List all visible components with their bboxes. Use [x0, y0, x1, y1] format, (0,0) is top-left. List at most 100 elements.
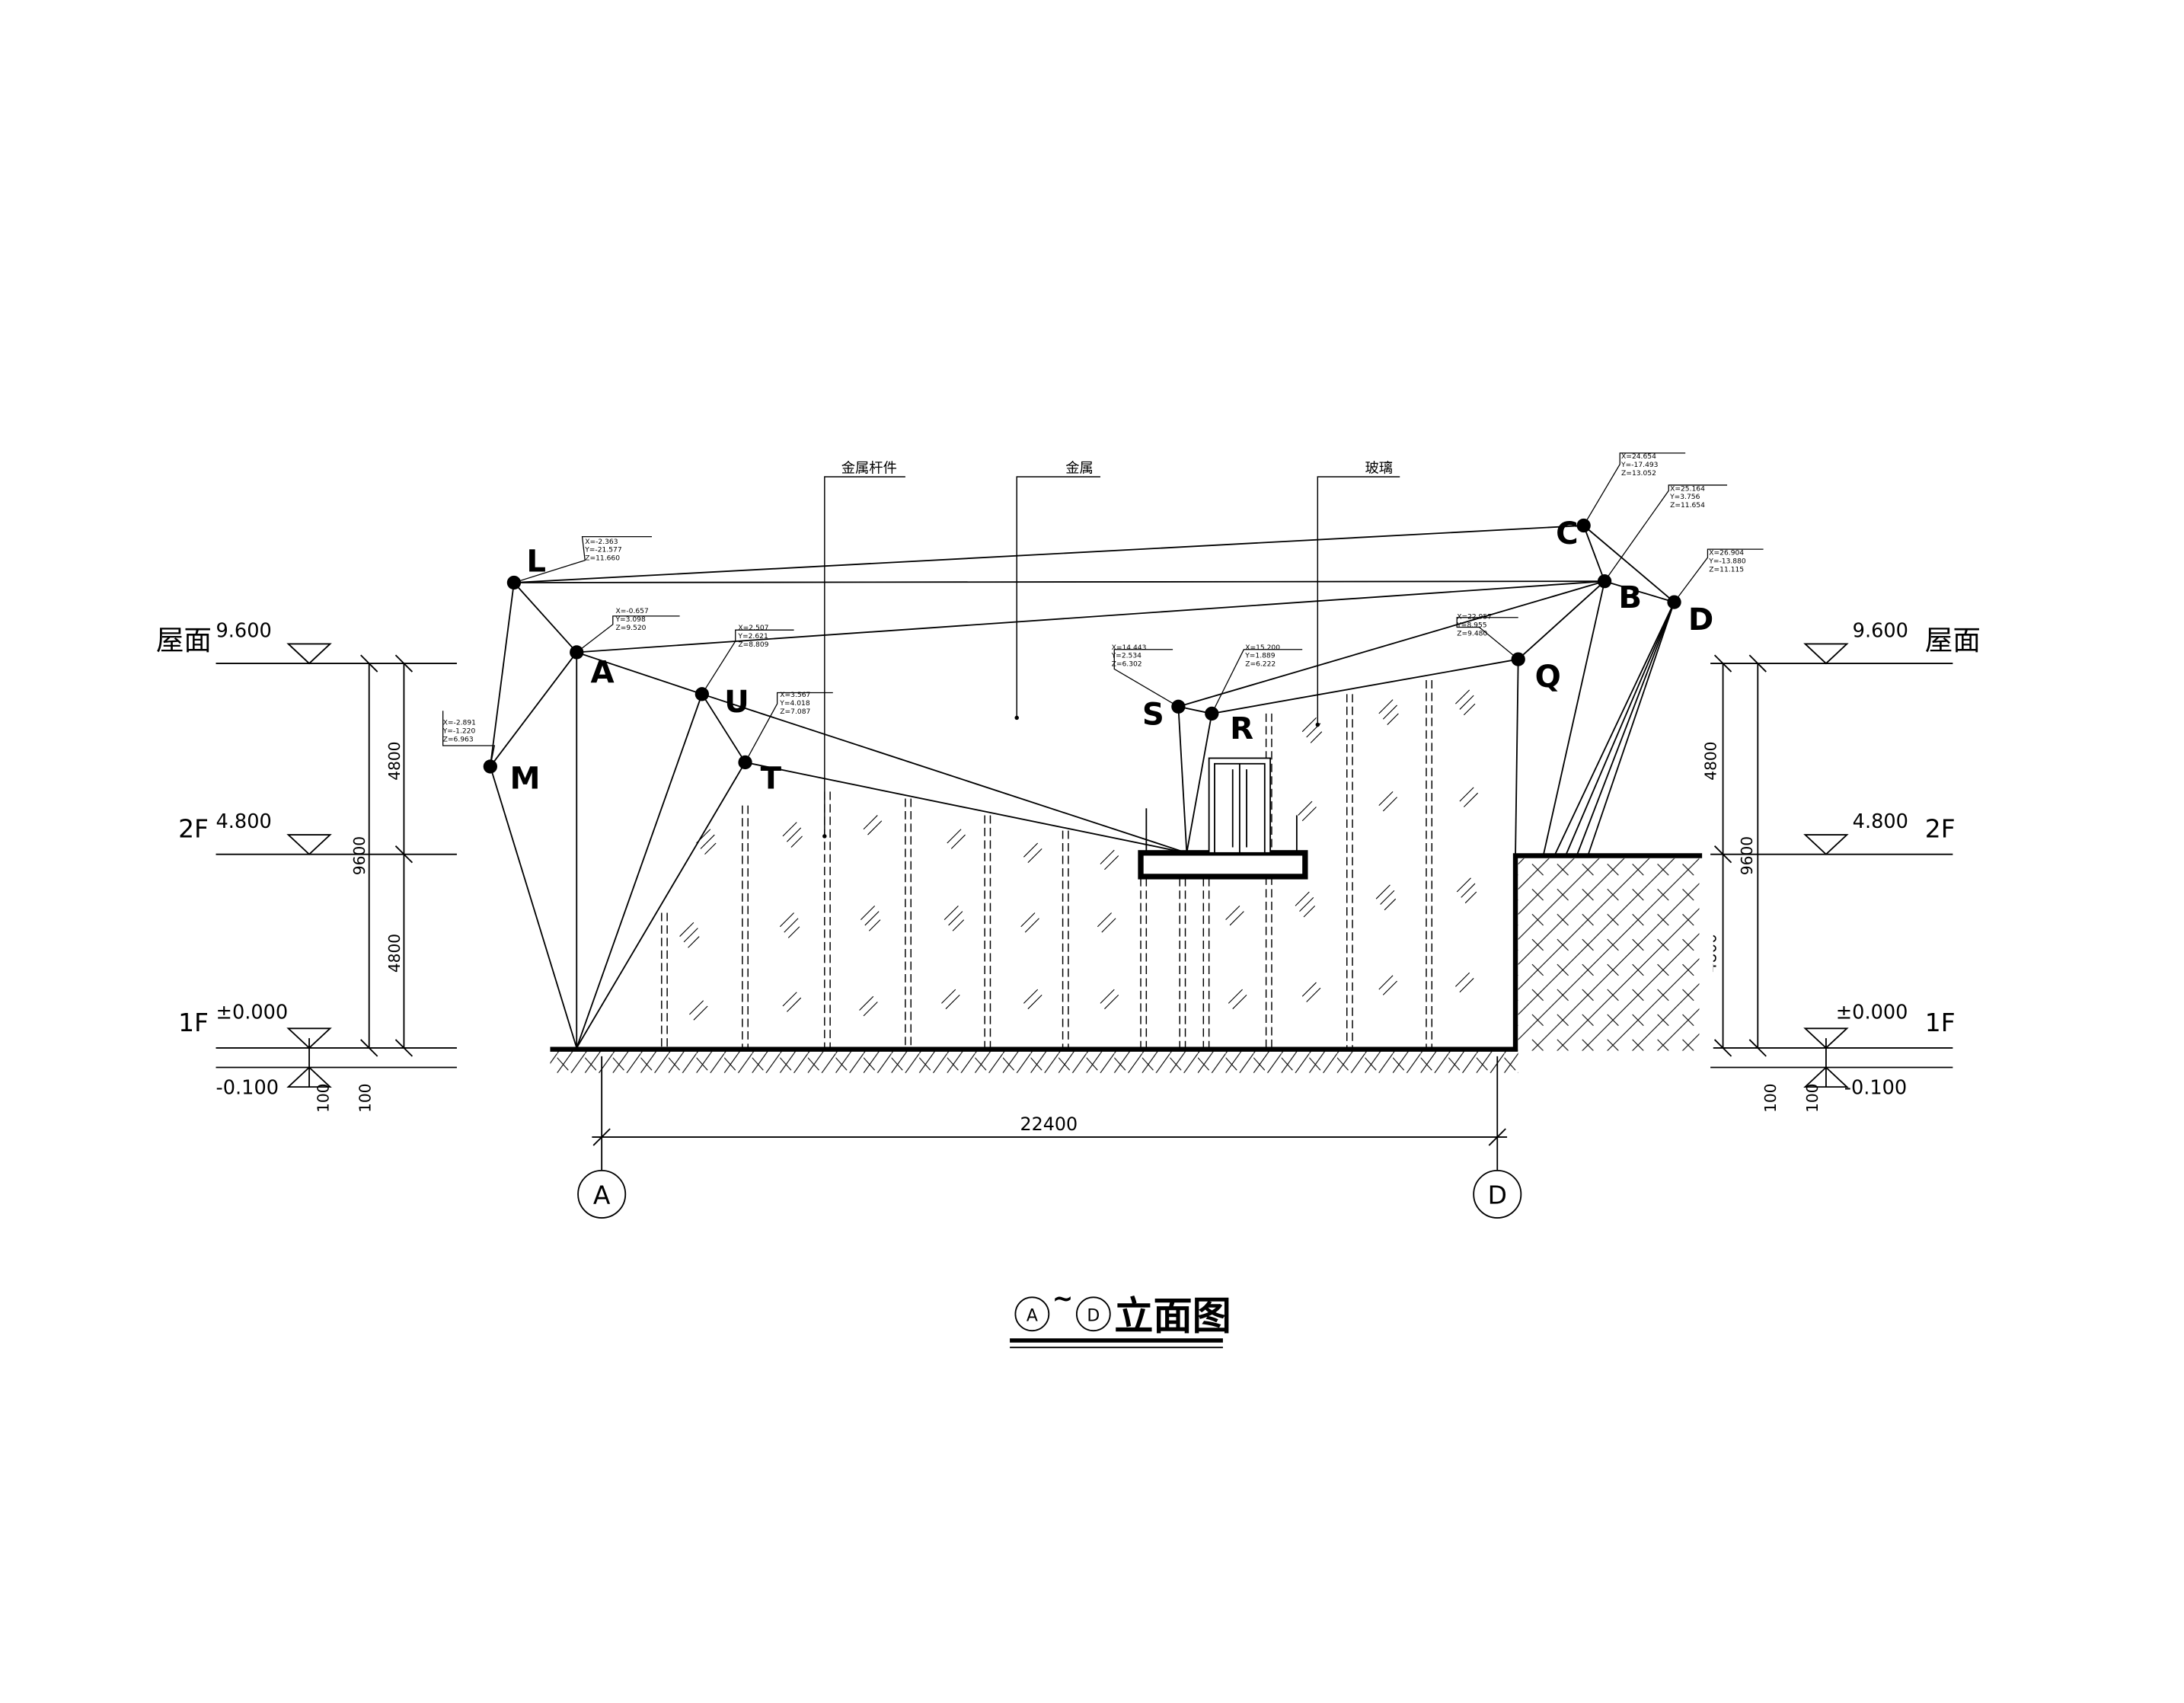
label-L: L: [526, 544, 546, 579]
coord-C-z: Z=13.052: [1621, 470, 1656, 478]
node-M: [483, 759, 497, 774]
right-basement-level: -0.100: [1844, 1076, 1908, 1099]
coord-A-z: Z=9.520: [615, 625, 646, 632]
node-Q: [1511, 652, 1525, 666]
left-dim-small-2: 100: [356, 1084, 375, 1113]
axis-label-d: D: [1488, 1181, 1507, 1210]
coord-C-y: Y=-17.493: [1620, 462, 1659, 469]
glass-mullions: [661, 680, 1433, 1048]
node-T: [738, 755, 752, 770]
left-level-marks: [216, 643, 457, 1088]
coord-D-y: Y=-13.880: [1708, 558, 1746, 565]
label-C: C: [1556, 516, 1579, 551]
coord-C-x: X=24.654: [1621, 453, 1656, 461]
node-D: [1667, 595, 1681, 609]
coord-Q-x: X=22.957: [1457, 614, 1492, 621]
coord-T-y: Y=4.018: [779, 700, 810, 708]
coord-R-z: Z=6.222: [1245, 661, 1276, 669]
coord-A-y: Y=3.098: [615, 616, 646, 624]
left-dim-lower: 4800: [385, 934, 404, 973]
coord-L-z: Z=11.660: [585, 555, 620, 563]
left-1f-name: 1F: [178, 1008, 209, 1037]
coord-R-x: X=15.200: [1245, 644, 1280, 652]
dimension-22400: 22400: [1020, 1114, 1078, 1135]
title-axis-a: A: [1027, 1306, 1038, 1325]
right-dim-upper: 4800: [1701, 742, 1719, 781]
node-L: [506, 575, 522, 590]
callout-metal: 金属: [1065, 460, 1094, 476]
left-roof-level: 9.600: [216, 619, 272, 642]
right-dim-small-2: 100: [1803, 1084, 1822, 1113]
axis-label-a: A: [593, 1181, 611, 1210]
label-B: B: [1618, 580, 1642, 615]
left-dim-upper: 4800: [385, 742, 404, 781]
coord-M-y: Y=-1.220: [442, 728, 476, 736]
axis-bubble-a: [577, 1169, 627, 1219]
right-dim-total: 9600: [1738, 836, 1756, 875]
right-2f-level: 4.800: [1853, 810, 1908, 833]
left-2f-name: 2F: [178, 814, 209, 844]
coord-S-z: Z=6.302: [1112, 661, 1142, 669]
right-level-marks: [1710, 643, 1953, 1088]
label-D: D: [1688, 602, 1713, 637]
label-M: M: [509, 762, 540, 797]
coord-T-z: Z=7.087: [780, 708, 810, 716]
left-2f-level: 4.800: [216, 810, 272, 833]
label-S: S: [1142, 698, 1164, 733]
title-axis-a-circle: [1014, 1296, 1050, 1332]
coord-B-y: Y=3.756: [1669, 494, 1700, 501]
node-C: [1576, 518, 1591, 533]
label-R: R: [1230, 711, 1253, 746]
coord-D-x: X=26.904: [1709, 549, 1744, 557]
label-T: T: [761, 762, 782, 797]
metal-members: [489, 525, 1675, 1049]
right-roof-name: 屋面: [1925, 624, 1981, 657]
balcony: [1138, 808, 1308, 880]
node-R: [1205, 706, 1219, 721]
callout-leaders: [824, 476, 1400, 836]
coord-Q-z: Z=9.480: [1457, 630, 1487, 637]
coord-U-x: X=2.507: [738, 625, 768, 632]
coordinate-leaders: [442, 452, 1764, 767]
drawing-title: 立面图: [1114, 1293, 1231, 1339]
node-A: [570, 645, 584, 660]
callout-metal-rod: 金属杆件: [841, 460, 897, 476]
title-axis-d: D: [1087, 1306, 1100, 1325]
right-roof-level: 9.600: [1853, 619, 1908, 642]
coord-M-z: Z=6.963: [443, 736, 474, 744]
right-2f-name: 2F: [1925, 814, 1956, 844]
node-U: [694, 687, 710, 701]
coord-A-x: X=-0.657: [615, 608, 649, 615]
coord-S-y: Y=2.534: [1111, 653, 1142, 660]
left-dim-small-1: 100: [315, 1084, 333, 1113]
node-B: [1597, 574, 1612, 589]
coord-U-y: Y=2.621: [737, 633, 768, 641]
coord-L-x: X=-2.363: [585, 538, 618, 546]
dimension-line: [592, 1056, 1508, 1171]
left-roof-name: 屋面: [156, 624, 212, 657]
glass-reflection-hatch: [679, 689, 1479, 1021]
coord-R-y: Y=1.889: [1244, 653, 1276, 660]
callout-glass: 玻璃: [1365, 460, 1394, 476]
axis-bubble-d: [1473, 1169, 1522, 1219]
left-basement-level: -0.100: [216, 1076, 279, 1099]
coord-M-x: X=-2.891: [443, 720, 476, 727]
coord-Q-y: Y=8.955: [1456, 622, 1487, 630]
label-Q: Q: [1535, 660, 1561, 695]
right-1f-level: ±0.000: [1836, 1001, 1908, 1024]
earth-hatch-right: [1518, 858, 1700, 1051]
coord-D-z: Z=11.115: [1709, 566, 1744, 574]
title-separator: ~: [1052, 1283, 1074, 1313]
coord-T-x: X=3.567: [780, 692, 810, 699]
label-U: U: [724, 685, 749, 720]
coord-S-x: X=14.443: [1112, 644, 1147, 652]
earth-hatch-bottom: [550, 1050, 1518, 1073]
node-S: [1171, 699, 1186, 714]
left-dim-total: 9600: [350, 836, 369, 875]
nodes: [483, 518, 1681, 774]
coord-B-z: Z=11.654: [1670, 502, 1705, 510]
balcony-door: [1208, 757, 1272, 854]
ground-line: [550, 853, 1703, 1052]
left-1f-level: ±0.000: [216, 1001, 289, 1024]
coord-U-z: Z=8.809: [738, 641, 768, 649]
